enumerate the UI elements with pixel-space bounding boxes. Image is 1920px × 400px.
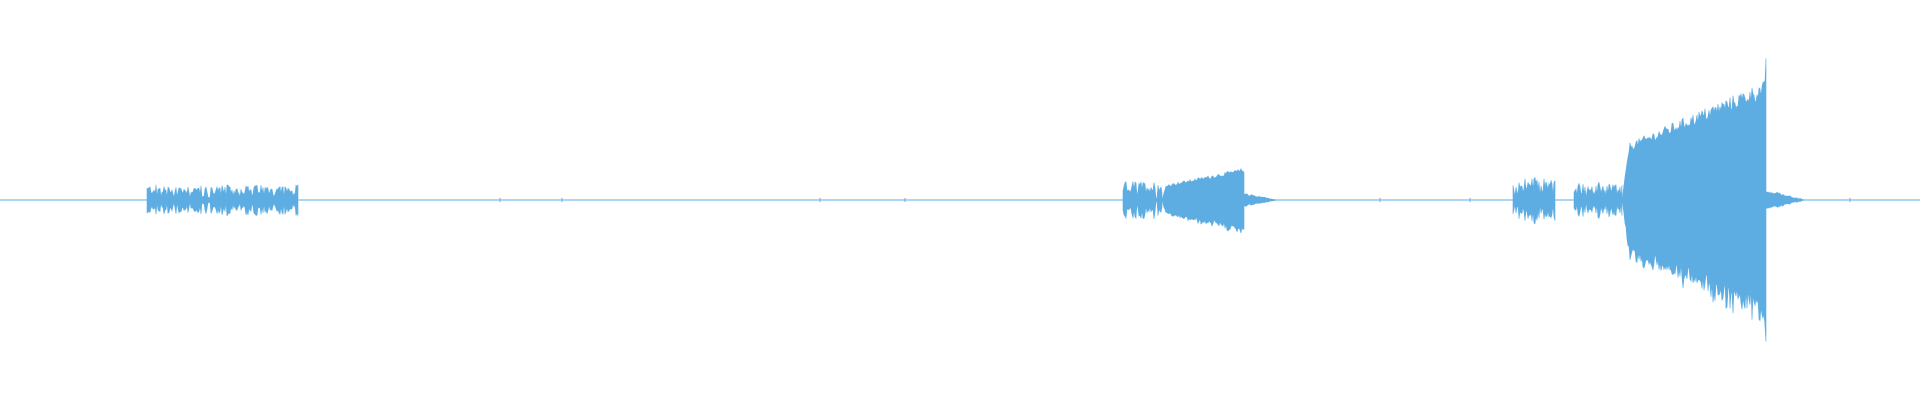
waveform-burst-3c xyxy=(1621,58,1767,342)
waveform-burst-2b xyxy=(1161,168,1245,234)
waveform-burst-3a xyxy=(1512,176,1556,225)
waveform-tail-3 xyxy=(1765,191,1806,209)
waveform-burst-2a xyxy=(1122,181,1163,220)
waveform-burst-1 xyxy=(146,184,299,217)
waveform-tail-2 xyxy=(1243,193,1278,207)
waveform-burst-3b xyxy=(1573,181,1623,219)
